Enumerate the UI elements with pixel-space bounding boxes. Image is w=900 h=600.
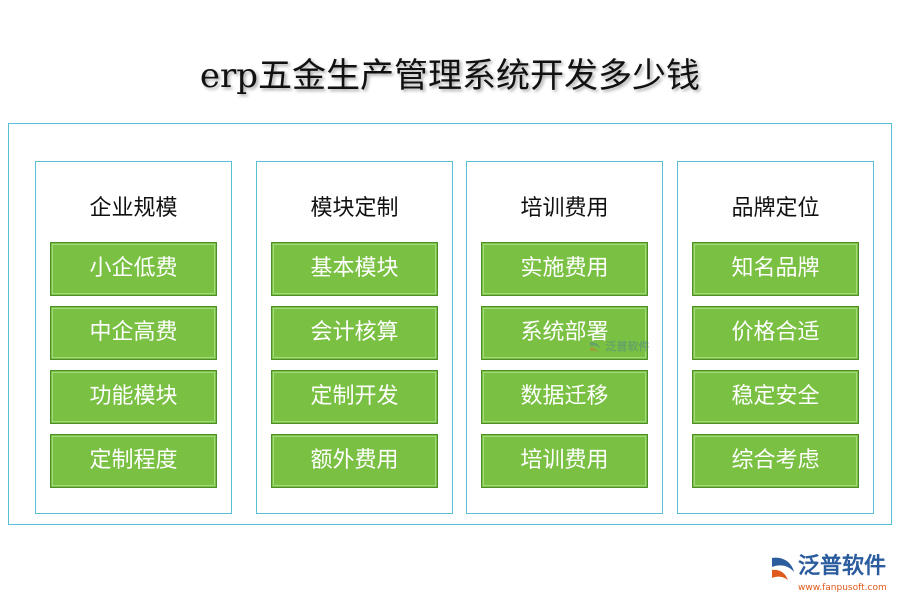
item-box: 知名品牌 [692,242,859,296]
item-box: 系统部署 [481,306,648,360]
item-box: 稳定安全 [692,370,859,424]
item-box: 功能模块 [50,370,217,424]
item-box: 价格合适 [692,306,859,360]
item-box: 额外费用 [271,434,438,488]
item-box: 会计核算 [271,306,438,360]
item-box: 基本模块 [271,242,438,296]
column-heading: 模块定制 [310,196,399,221]
outer-frame [8,123,892,525]
column-training-cost: 培训费用 实施费用 系统部署 数据迁移 培训费用 [466,161,663,514]
watermark-text: 泛普软件 [605,340,650,353]
item-box: 小企低费 [50,242,217,296]
brand-logo: 泛普软件 www.fanpusoft.com [768,552,898,598]
watermark: 泛普软件 [588,336,650,358]
column-enterprise-scale: 企业规模 小企低费 中企高费 功能模块 定制程度 [35,161,232,514]
brand-url: www.fanpusoft.com [798,583,887,593]
item-box: 数据迁移 [481,370,648,424]
column-brand-positioning: 品牌定位 知名品牌 价格合适 稳定安全 综合考虑 [677,161,874,514]
column-heading: 企业规模 [89,196,178,221]
page-title: erp五金生产管理系统开发多少钱 [199,56,701,96]
fanpu-logo-icon [590,341,600,352]
item-box: 综合考虑 [692,434,859,488]
column-module-customization: 模块定制 基本模块 会计核算 定制开发 额外费用 [256,161,453,514]
column-heading: 品牌定位 [731,196,820,221]
column-heading: 培训费用 [520,196,609,221]
item-box: 定制程度 [50,434,217,488]
brand-name: 泛普软件 [798,554,887,579]
item-box: 定制开发 [271,370,438,424]
item-box: 实施费用 [481,242,648,296]
fanpu-logo-icon [772,557,794,580]
item-box: 中企高费 [50,306,217,360]
item-box: 培训费用 [481,434,648,488]
